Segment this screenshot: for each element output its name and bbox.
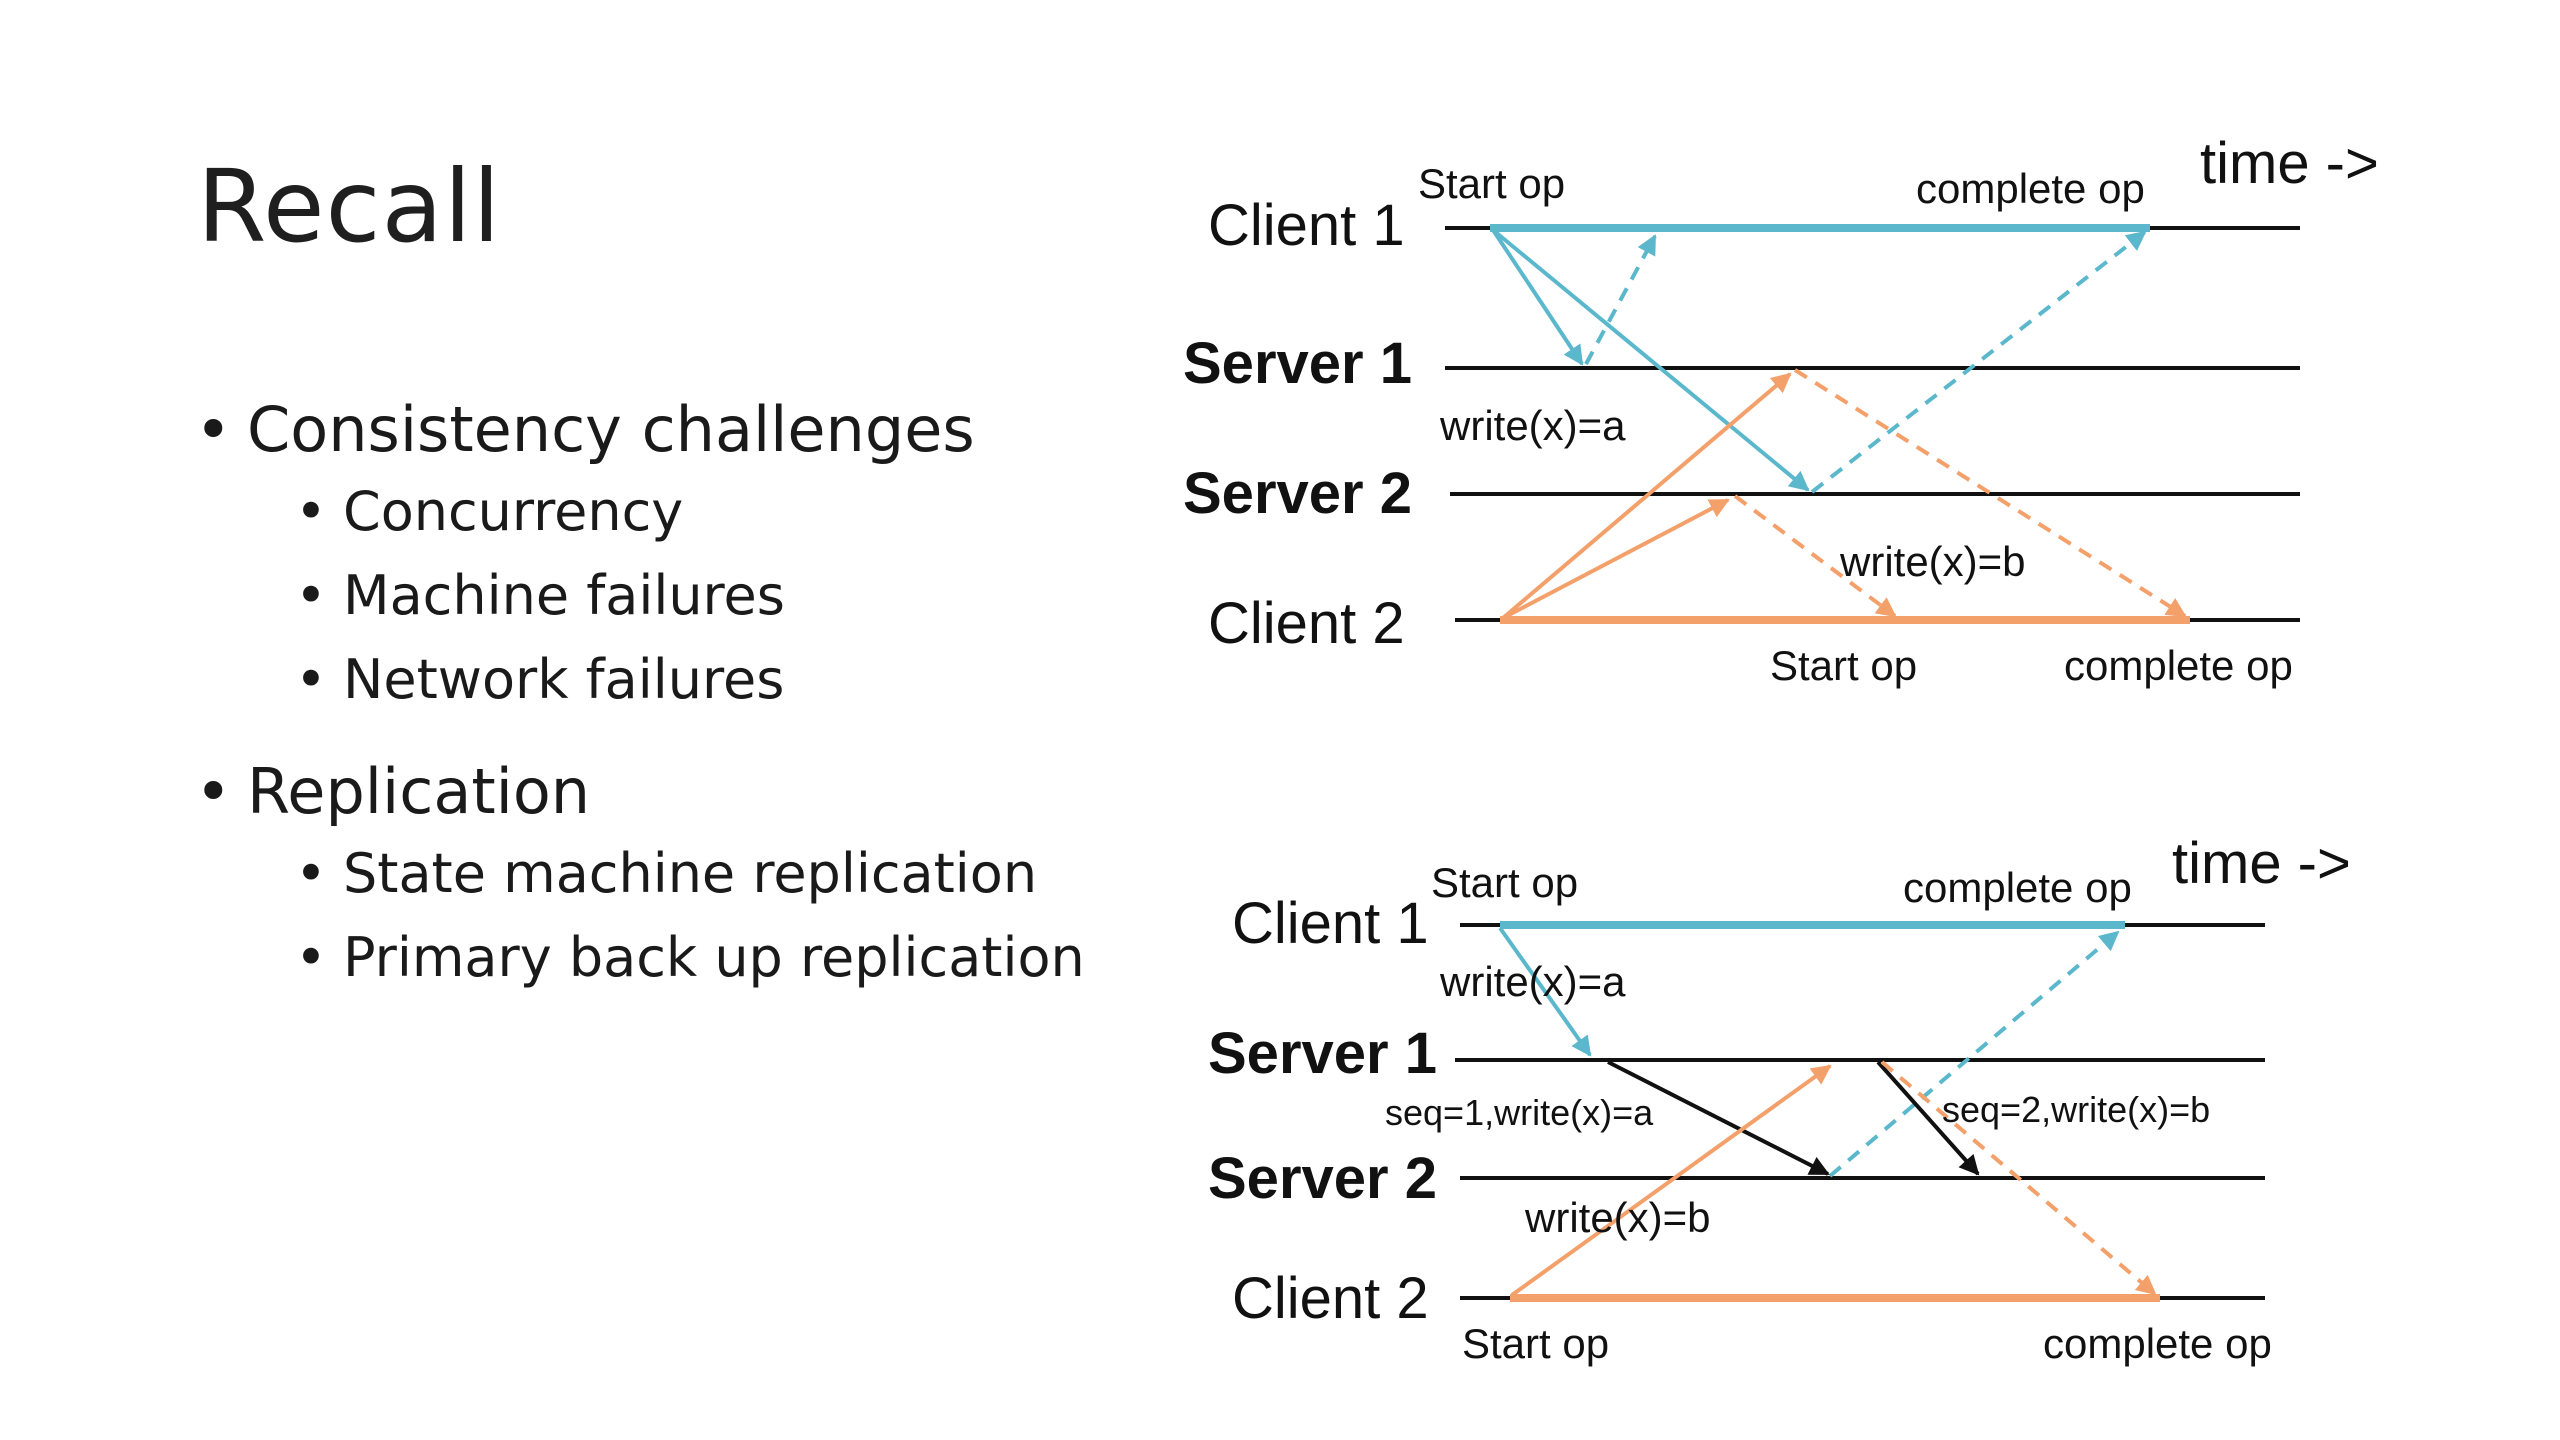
diagram-2: Client 1 Server 1 Server 2 Client 2 time… [1208, 831, 2351, 1367]
sub-bullet-concurrency: Concurrency [195, 470, 1095, 554]
d2-arrow-s2-ack-c1 [1828, 930, 2120, 1178]
d2-label-c1-start: Start op [1431, 859, 1578, 906]
d2-label-time: time -> [2172, 831, 2351, 896]
d1-arrow-c2-to-s1 [1501, 372, 1792, 620]
d2-label-write-a: write(x)=a [1439, 958, 1626, 1005]
d1-arrow-c2-to-s2 [1502, 498, 1730, 620]
d1-label-client2: Client 2 [1208, 591, 1405, 656]
d2-arrow-s1-seq1 [1607, 1060, 1830, 1176]
bullet-list: Consistency challenges Concurrency Machi… [195, 390, 1095, 1000]
d2-label-server2: Server 2 [1208, 1146, 1437, 1211]
d2-label-seq1: seq=1,write(x)=a [1385, 1092, 1654, 1133]
d1-arrow-s1-ack-c2 [1793, 368, 2187, 618]
d1-label-server2: Server 2 [1183, 461, 1412, 526]
d1-label-write-b: write(x)=b [1839, 538, 2026, 585]
d1-label-c2-complete: complete op [2064, 642, 2293, 689]
d1-arrow-c1-to-s2 [1491, 228, 1810, 492]
d1-label-time: time -> [2200, 131, 2379, 196]
bullet-consistency: Consistency challenges [195, 390, 1095, 470]
d1-label-client1: Client 1 [1208, 193, 1405, 258]
d1-arrow-s2-ack-c2 [1733, 494, 1897, 618]
d1-label-c1-complete: complete op [1916, 165, 2145, 212]
d2-label-seq2: seq=2,write(x)=b [1942, 1089, 2210, 1130]
d1-label-write-a: write(x)=a [1439, 402, 1626, 449]
sub-bullet-primary-backup: Primary back up replication [195, 916, 1095, 1000]
d2-label-client2: Client 2 [1232, 1266, 1429, 1331]
d2-arrow-c1-to-s1 [1498, 926, 1592, 1057]
diagram-1: Client 1 Server 1 Server 2 Client 2 time… [1183, 131, 2379, 689]
d2-label-client1: Client 1 [1232, 891, 1429, 956]
d2-arrow-c2-to-s1 [1510, 1064, 1832, 1297]
d1-label-c2-start: Start op [1770, 642, 1917, 689]
d1-arrow-s1-ack-c1 [1584, 234, 1657, 365]
sub-bullet-state-machine: State machine replication [195, 832, 1095, 916]
bullet-replication: Replication [195, 752, 1095, 832]
d1-arrow-s2-ack-c1 [1810, 230, 2147, 494]
d2-label-write-b: write(x)=b [1524, 1194, 1711, 1241]
d2-arrow-s1-ack-c2 [1880, 1060, 2157, 1296]
d2-arrow-s1-seq2 [1876, 1060, 1980, 1176]
sub-bullet-machine-failures: Machine failures [195, 554, 1095, 638]
d2-label-c1-complete: complete op [1903, 864, 2132, 911]
d1-label-server1: Server 1 [1183, 331, 1412, 396]
sub-bullet-network-failures: Network failures [195, 638, 1095, 722]
d2-label-c2-complete: complete op [2043, 1320, 2272, 1367]
slide-title: Recall [197, 148, 502, 265]
d2-label-server1: Server 1 [1208, 1021, 1437, 1086]
d2-label-c2-start: Start op [1462, 1320, 1609, 1367]
d1-label-c1-start: Start op [1418, 160, 1565, 207]
d1-arrow-c1-to-s1 [1491, 228, 1584, 366]
